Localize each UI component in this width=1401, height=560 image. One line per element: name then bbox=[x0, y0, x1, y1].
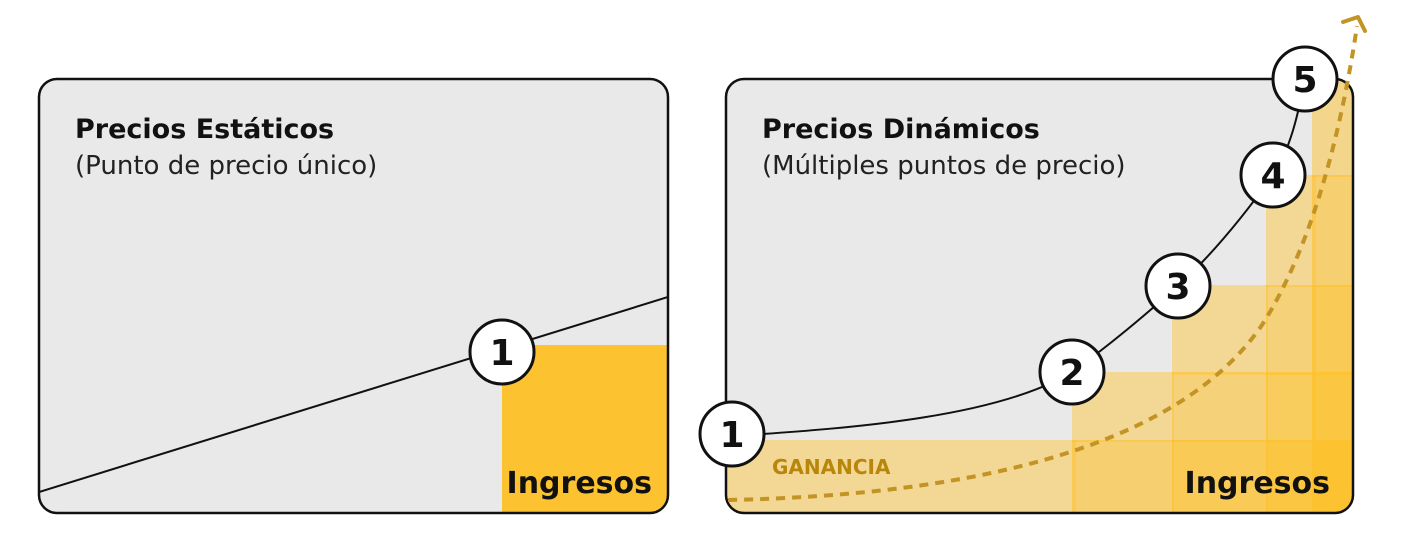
profit-growth-arrow bbox=[727, 25, 1359, 502]
price-point-number: 1 bbox=[719, 415, 744, 456]
static-panel-title: Precios Estáticos bbox=[75, 114, 334, 145]
price-point-number: 1 bbox=[489, 333, 514, 374]
dynamic-price-point-3: 3 bbox=[1144, 252, 1212, 320]
price-point-number: 3 bbox=[1165, 267, 1190, 308]
price-point-marker bbox=[698, 400, 766, 468]
dynamic-price-point-1: 1 bbox=[698, 400, 766, 468]
revenue-step bbox=[1172, 372, 1268, 442]
revenue-step bbox=[1266, 440, 1316, 513]
static-panel-border bbox=[37, 77, 670, 515]
price-point-marker bbox=[1271, 45, 1339, 113]
revenue-step bbox=[1266, 285, 1316, 375]
arrow-head-icon bbox=[1341, 15, 1367, 33]
static-revenue-area bbox=[502, 345, 668, 513]
price-point-number: 2 bbox=[1059, 353, 1084, 394]
dynamic-price-point-5: 5 bbox=[1271, 45, 1339, 113]
static-pricing-panel: Precios Estáticos (Punto de precio único… bbox=[37, 77, 670, 515]
revenue-step bbox=[1312, 440, 1353, 513]
revenue-step bbox=[1172, 440, 1268, 513]
static-panel-subtitle: (Punto de precio único) bbox=[75, 151, 377, 181]
revenue-step bbox=[1266, 372, 1316, 442]
dynamic-panel-border bbox=[724, 77, 1355, 515]
revenue-step bbox=[1072, 440, 1174, 513]
static-demand-line bbox=[39, 296, 668, 493]
revenue-step bbox=[726, 440, 1076, 513]
dynamic-price-point-2: 2 bbox=[1038, 338, 1106, 406]
dynamic-revenue-steps bbox=[726, 79, 1353, 513]
revenue-step bbox=[1312, 285, 1353, 375]
dynamic-panel-title: Precios Dinámicos bbox=[762, 114, 1040, 145]
price-point-marker bbox=[1038, 338, 1106, 406]
gain-label: GANANCIA bbox=[772, 455, 891, 479]
dynamic-panel-subtitle: (Múltiples puntos de precio) bbox=[762, 151, 1126, 181]
price-point-number: 5 bbox=[1292, 60, 1317, 101]
dynamic-revenue-label: Ingresos bbox=[1185, 466, 1330, 501]
price-point-number: 4 bbox=[1260, 156, 1285, 197]
static-revenue-label: Ingresos bbox=[507, 466, 652, 501]
static-price-point-1: 1 bbox=[468, 318, 536, 386]
dynamic-price-point-4: 4 bbox=[1239, 141, 1307, 209]
dynamic-pricing-panel: Precios Dinámicos (Múltiples puntos de p… bbox=[698, 15, 1367, 515]
price-point-marker bbox=[1144, 252, 1212, 320]
price-point-marker bbox=[1239, 141, 1307, 209]
price-point-marker bbox=[468, 318, 536, 386]
revenue-step bbox=[1312, 372, 1353, 442]
